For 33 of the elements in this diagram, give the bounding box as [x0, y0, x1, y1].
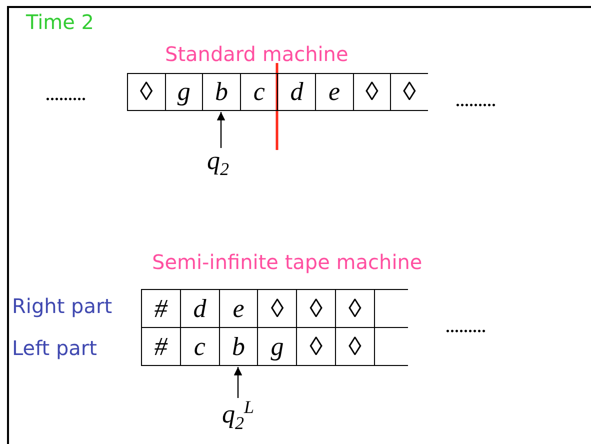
tape-heading: Standard machine [165, 42, 348, 66]
tape-cell: ◊ [127, 73, 165, 111]
arrow [216, 112, 226, 148]
tape-cell: c [240, 73, 278, 111]
tape-cell: e [315, 73, 353, 111]
tape-cell: b [202, 73, 240, 111]
ellipsis-dots: ......... [445, 312, 486, 338]
tape-cell: ◊ [335, 289, 374, 328]
tape-cell: ◊ [296, 327, 335, 366]
tape-cell: ◊ [390, 73, 428, 111]
arrow [234, 367, 242, 398]
tape-cell: ◊ [352, 73, 390, 111]
tape-cell: # [141, 289, 180, 328]
empty-tape-cell [374, 289, 408, 328]
title: Time 2 [26, 10, 94, 34]
ellipsis-dots: ......... [45, 80, 86, 106]
head-state-label: q$_{2}$ [198, 148, 238, 182]
track-label: Right part [12, 294, 112, 318]
tape-cell: d [180, 289, 219, 328]
tape-cell: # [141, 327, 180, 366]
tape-cell: g [164, 73, 202, 111]
tape-cell: ◊ [257, 289, 296, 328]
tape-cell: d [277, 73, 315, 111]
tape-cell: ◊ [296, 289, 335, 328]
track-label: Left part [12, 336, 97, 360]
tape-heading: Semi-infinite tape machine [152, 250, 422, 274]
ellipsis-dots: ......... [455, 86, 496, 112]
tape-cell: g [257, 327, 296, 366]
tape-cell: c [180, 327, 219, 366]
tape-cell: b [218, 327, 258, 366]
empty-tape-cell [374, 327, 408, 366]
tape-cell: ◊ [335, 327, 374, 366]
tape-cell: e [218, 289, 258, 328]
